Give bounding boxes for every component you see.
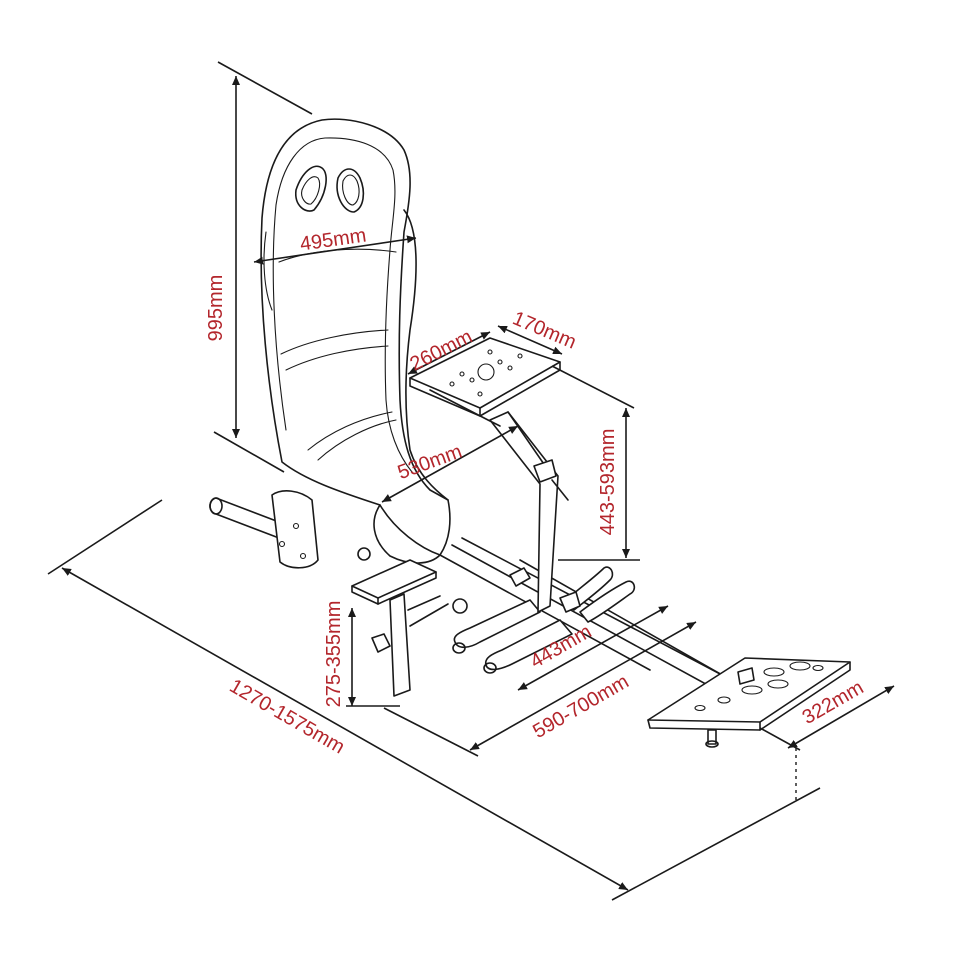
label-shifter-height: 275-355mm bbox=[323, 601, 345, 708]
label-seat-depth: 530mm bbox=[395, 441, 465, 484]
dimension-lines bbox=[47, 61, 895, 901]
label-seat-width: 495mm bbox=[299, 225, 368, 256]
frame bbox=[209, 337, 851, 748]
label-seat-height: 995mm bbox=[205, 275, 227, 342]
label-plate-height: 443-593mm bbox=[597, 429, 619, 536]
